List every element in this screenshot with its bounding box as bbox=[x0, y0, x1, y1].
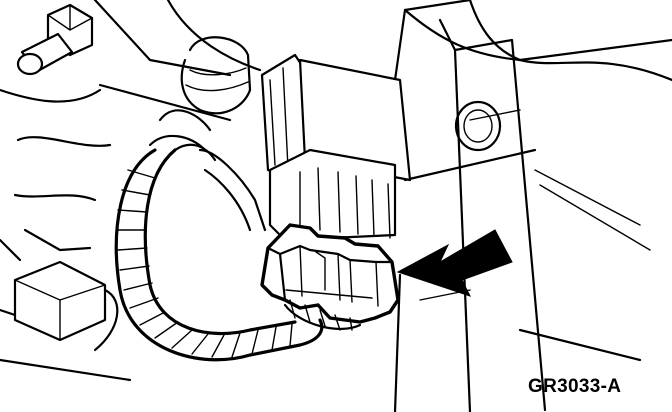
relay-module bbox=[260, 53, 412, 242]
electrical-connector bbox=[260, 223, 400, 331]
mounting-bracket bbox=[393, 8, 547, 412]
figure-code-label: GR3033-A bbox=[528, 376, 622, 397]
upper-wire-harness bbox=[148, 36, 252, 152]
corrugated-wire-harness bbox=[114, 143, 324, 362]
left-housing bbox=[0, 88, 132, 382]
pointer-arrow-icon bbox=[396, 229, 513, 297]
bracket-bolt-hole bbox=[454, 100, 502, 152]
mounting-stud bbox=[16, 3, 94, 76]
